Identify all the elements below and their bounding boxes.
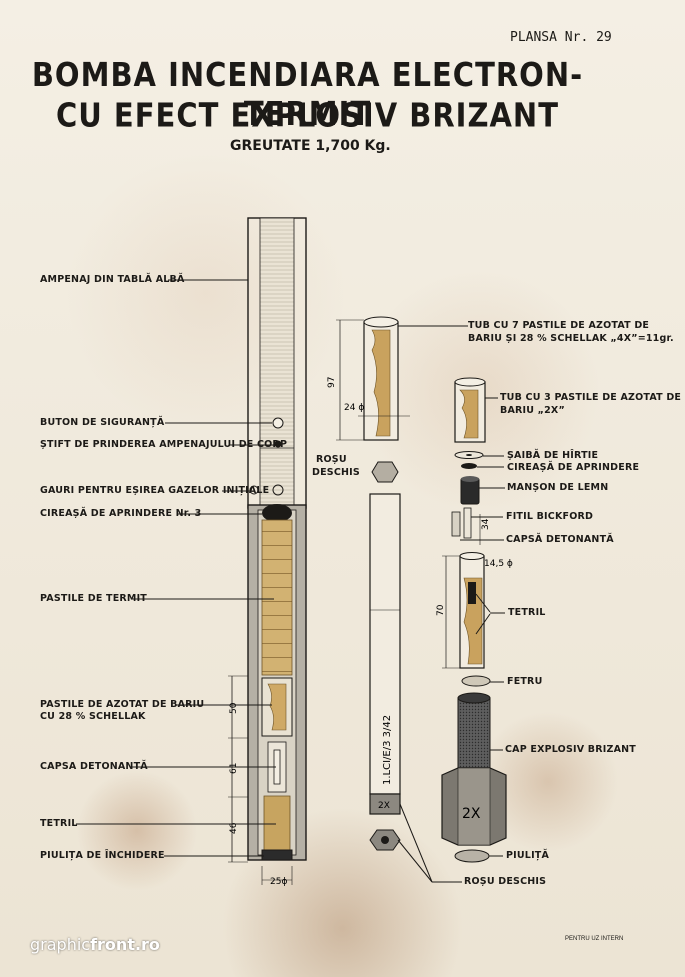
right-leader-lines — [397, 325, 505, 883]
label-paper-washer: ȘAIBĂ DE HÎRTIE — [507, 450, 599, 461]
dim-61: 61 — [229, 763, 239, 774]
body-tube — [369, 493, 401, 795]
internal-use-note: PENTRU UZ INTERN — [565, 936, 624, 942]
red-top-hex-icon — [371, 461, 399, 483]
label-felt: FETRU — [507, 676, 543, 687]
title-line-2: CU EFECT EXPLOSIV BRIZANT — [55, 95, 559, 135]
watermark-part-a: graphic — [30, 935, 91, 954]
label-wooden-sleeve: MANȘON DE LEMN — [507, 482, 609, 493]
felt-pad-icon — [461, 675, 491, 687]
label-safety-button: BUTON DE SIGURANȚĂ — [40, 417, 165, 428]
nut-icon — [454, 849, 490, 863]
tetryl-charge — [263, 795, 291, 851]
termite-pellets — [261, 519, 293, 676]
watermark-part-b: front.ro — [90, 935, 160, 954]
title-line-1: BOMBA INCENDIARA ELECTRON-TERMIT — [31, 54, 584, 134]
label-tube7-1: TUB CU 7 PASTILE DE AZOTAT DE — [468, 320, 650, 331]
label-tube3-1: TUB CU 3 PASTILE DE AZOTAT DE — [500, 392, 682, 403]
label-igniter-cherry: CIREAȘĂ DE APRINDERE Nr. 3 — [40, 508, 202, 519]
main-bomb-section — [228, 217, 307, 885]
label-barium-2: CU 28 % SCHELLAK — [40, 711, 146, 722]
label-termite-pellets: PASTILE DE TERMIT — [40, 593, 147, 604]
dim-46: 46 — [229, 822, 239, 834]
middle-body-section — [369, 461, 401, 851]
dim-25: 25ϕ — [270, 877, 287, 887]
dim-14-5: 14,5 ϕ — [484, 559, 513, 569]
label-closing-nut: PIULIȚA DE ÎNCHIDERE — [40, 850, 165, 861]
body-code: 1.LCI/E/3 3/42 — [382, 715, 393, 785]
tail-inner — [259, 217, 295, 509]
barium-nitrate-charge — [267, 683, 287, 731]
tube-3-pellets — [454, 377, 486, 443]
label-tube7-2: BARIU ȘI 28 % SCHELLAK „4X”=11gr. — [468, 333, 674, 344]
label-tube3-2: BARIU „2X” — [500, 405, 565, 416]
closing-nut-icon — [261, 849, 293, 861]
weight-label: GREUTATE 1,700 Kg. — [230, 138, 391, 154]
label-tetryl-right: TETRIL — [508, 607, 546, 618]
label-tail: AMPENAJ DIN TABLĂ ALBĂ — [40, 274, 185, 285]
label-detonator-right: CAPSĂ DETONANTĂ — [506, 534, 614, 545]
igniter-cherry-small-icon — [461, 463, 477, 469]
body-mark-2x: 2X — [378, 801, 390, 811]
label-red-1: ROȘU — [316, 454, 347, 465]
label-barium-1: PASTILE DE AZOTAT DE BARIU — [40, 699, 205, 710]
tube-7-pellets — [336, 316, 410, 441]
dim-50: 50 — [229, 702, 239, 714]
tetryl-tube — [442, 552, 485, 669]
label-tetryl: TETRIL — [40, 818, 78, 829]
label-bickford-fuse: FITIL BICKFORD — [506, 511, 594, 522]
dim-34: 34 — [481, 518, 491, 530]
dim-24: 24 ϕ — [344, 403, 364, 413]
label-pin: ȘTIFT DE PRINDEREA AMPENAJULUI DE CORP — [40, 439, 288, 450]
label-detonator: CAPSA DETONANTĂ — [40, 761, 148, 772]
label-igniter: CIREAȘĂ DE APRINDERE — [507, 462, 640, 473]
plate-number: PLANSA Nr. 29 — [510, 30, 612, 45]
dim-97: 97 — [327, 377, 337, 388]
label-nut: PIULIȚĂ — [506, 850, 550, 861]
label-explosive-head: CAP EXPLOSIV BRIZANT — [505, 744, 636, 755]
dim-70: 70 — [436, 604, 446, 616]
pin-icon — [274, 440, 282, 448]
label-red-bottom: ROȘU DESCHIS — [464, 876, 547, 887]
watermark: graphicfront.ro — [30, 935, 160, 954]
left-leader-lines — [76, 279, 276, 857]
bickford-fuse — [451, 507, 481, 545]
label-gas-holes: GAURI PENTRU EȘIREA GAZELOR INIȚIALE — [40, 485, 270, 496]
label-red-2: DESCHIS — [312, 467, 360, 478]
igniter-cherry-icon — [262, 504, 292, 522]
cap-mark-2x: 2X — [462, 806, 481, 822]
safety-button-icon — [272, 417, 284, 429]
explosive-head — [441, 692, 507, 846]
